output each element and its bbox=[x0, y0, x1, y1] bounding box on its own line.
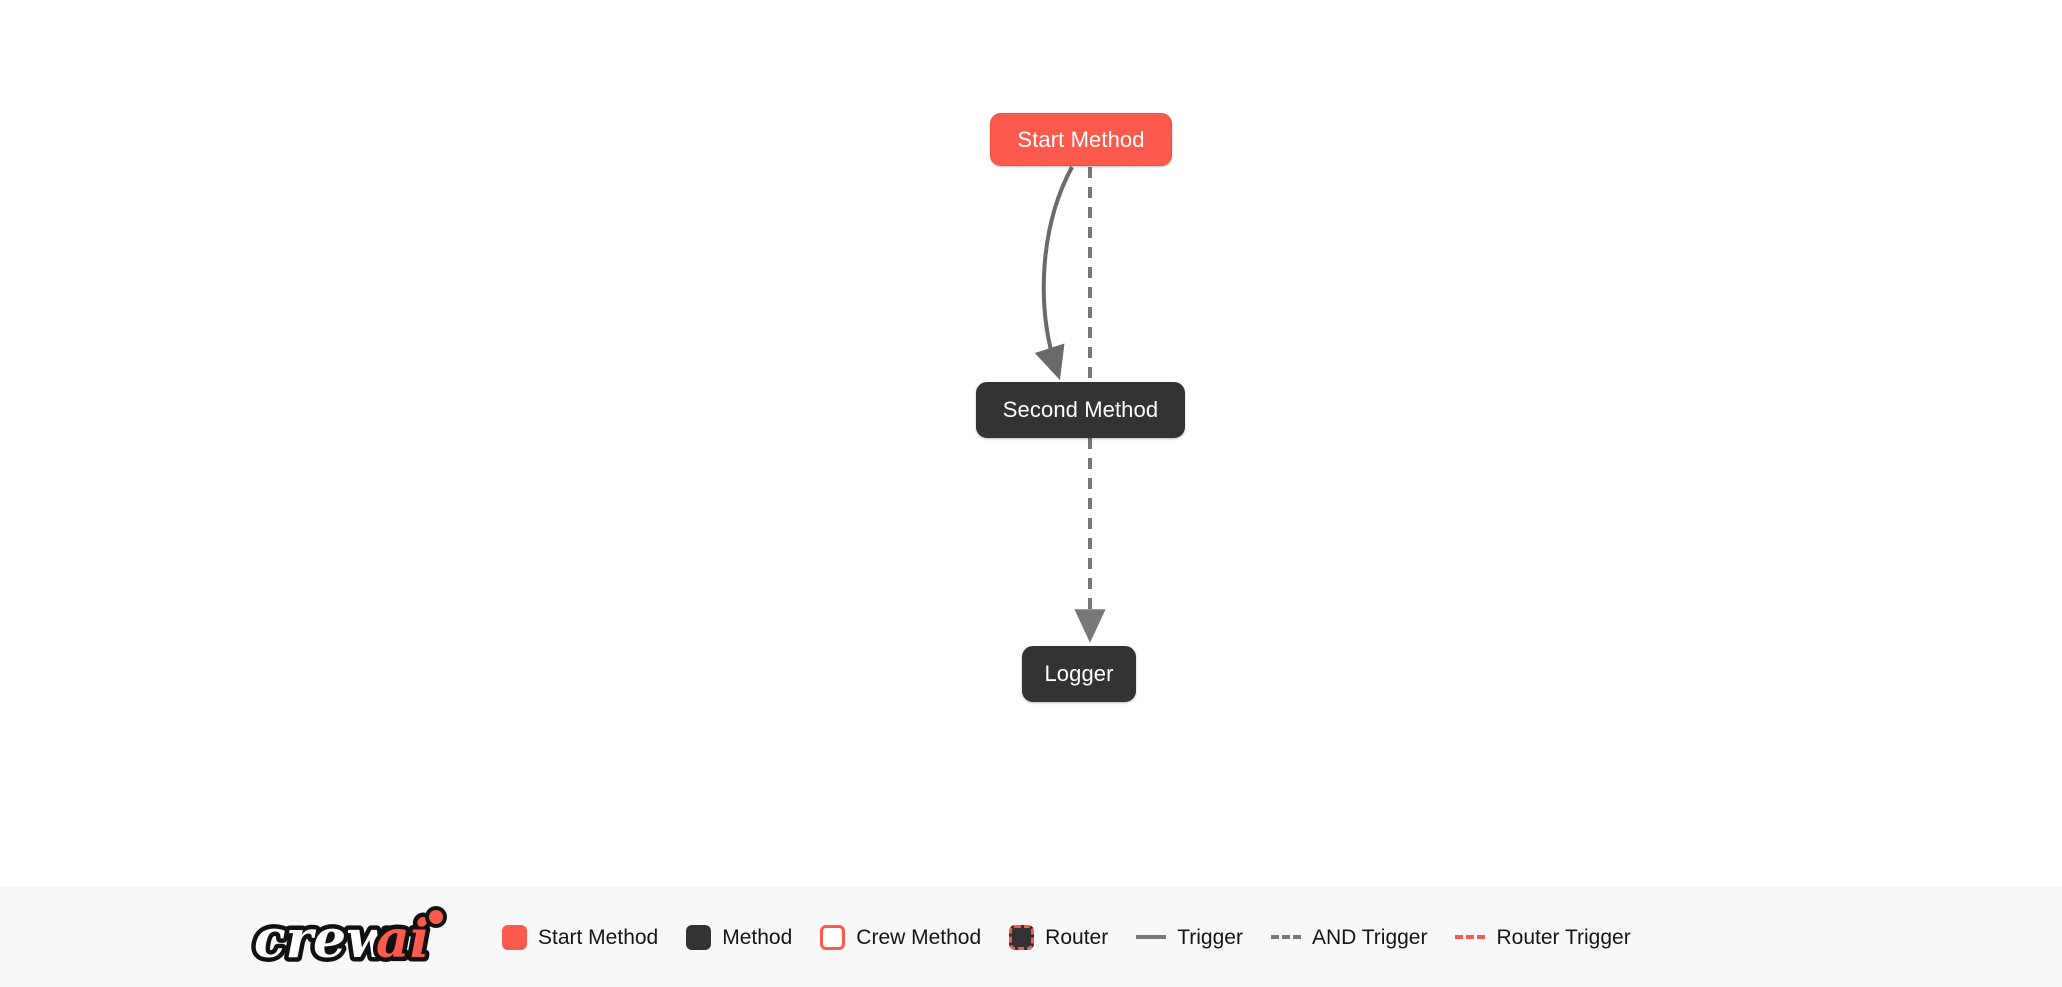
legend-bar: crew crew ai ai Start Method Method Crew… bbox=[0, 887, 2062, 987]
start-method-swatch-icon bbox=[502, 924, 527, 950]
crew-method-swatch-icon bbox=[820, 924, 846, 950]
legend-label: Router Trigger bbox=[1496, 925, 1631, 949]
legend-label: Start Method bbox=[538, 925, 659, 949]
flow-canvas[interactable]: Start Method Second Method Logger bbox=[0, 0, 2062, 887]
crewai-logo: crew crew ai ai bbox=[250, 905, 447, 973]
legend-label: Router bbox=[1045, 925, 1109, 949]
router-trigger-line-icon bbox=[1455, 935, 1486, 939]
edge-layer bbox=[1034, 166, 1106, 643]
svg-text:ai: ai bbox=[376, 909, 429, 970]
router-swatch-icon bbox=[1009, 924, 1035, 950]
flow-node-label: Second Method bbox=[1002, 397, 1159, 422]
legend-item-trigger: Trigger bbox=[1136, 927, 1243, 948]
legend-label: Crew Method bbox=[856, 925, 982, 949]
flow-node-start-method[interactable]: Start Method bbox=[990, 113, 1172, 166]
flow-node-logger[interactable]: Logger bbox=[1022, 646, 1136, 702]
method-swatch-icon bbox=[686, 924, 712, 950]
flow-node-second-method[interactable]: Second Method bbox=[976, 382, 1185, 438]
flow-node-label: Start Method bbox=[1017, 126, 1145, 152]
flow-node-label: Logger bbox=[1044, 661, 1114, 686]
legend-label: Method bbox=[722, 925, 793, 949]
svg-text:ai: ai bbox=[376, 909, 429, 970]
legend-item-crew-method: Crew Method bbox=[820, 924, 982, 950]
and-trigger-line-icon bbox=[1270, 935, 1301, 939]
legend-item-router: Router bbox=[1009, 924, 1109, 950]
svg-text:crew: crew bbox=[254, 909, 393, 970]
legend-item-method: Method bbox=[686, 924, 793, 950]
legend-label: AND Trigger bbox=[1311, 925, 1428, 949]
svg-text:crew: crew bbox=[254, 909, 393, 970]
legend-label: Trigger bbox=[1177, 925, 1243, 949]
edge-start-to-second-trigger bbox=[1034, 166, 1074, 381]
legend-item-and-trigger: AND Trigger bbox=[1270, 925, 1428, 949]
legend-items: Start Method Method Crew Method Router T… bbox=[502, 924, 1631, 950]
legend-item-router-trigger: Router Trigger bbox=[1455, 925, 1631, 949]
legend-item-start-method: Start Method bbox=[502, 924, 659, 950]
trigger-line-icon bbox=[1136, 935, 1167, 939]
